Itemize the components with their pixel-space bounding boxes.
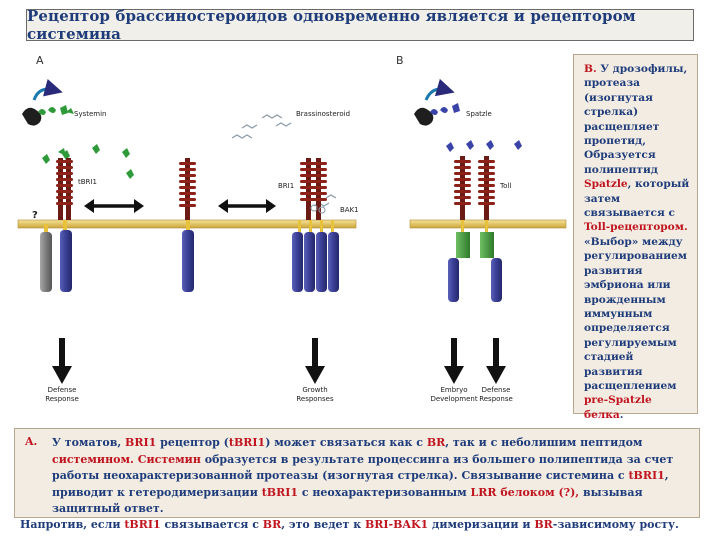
- ll-3: связывается с: [160, 518, 263, 531]
- bottom-caption: A. У томатов, BRI1 рецептор (tBRI1) може…: [14, 428, 700, 518]
- bt-tbri1-3: tBRI1: [261, 485, 299, 499]
- toll-receptor: [448, 156, 502, 302]
- bottom-caption-text: У томатов, BRI1 рецептор (tBRI1) может с…: [52, 435, 682, 518]
- bt-11: образуется в результате процессинга из б…: [52, 452, 674, 483]
- defense-response-b-1: Defense: [482, 386, 511, 394]
- bri1-receptor-middle: [179, 158, 196, 292]
- side-b-label: В.: [584, 63, 597, 75]
- bt-17: вызывая защитный ответ.: [52, 485, 643, 516]
- toll-label: Toll: [499, 182, 511, 190]
- ll-br: BR: [262, 518, 282, 531]
- side-spatzle: Spatzle: [584, 178, 628, 191]
- tbri1-receptor-left: [40, 148, 73, 292]
- systemin-label: Systemin: [74, 110, 106, 118]
- bt-br: BR: [426, 436, 446, 449]
- panel-b-label: B: [396, 54, 404, 67]
- bt-7: , так и с неболишим пептидом: [445, 436, 643, 449]
- brassinosteroid-molecules: [231, 114, 337, 207]
- side-caption-text: В. У дрозофилы, протеаза (изогнутая стре…: [584, 62, 691, 422]
- down-arrow-growth: [305, 338, 325, 384]
- embryo-development-1: Embryo: [441, 386, 468, 394]
- systemin-peptides: [42, 144, 134, 179]
- ll-br-2: BR: [534, 518, 553, 531]
- side-text-4: .: [619, 408, 624, 421]
- embryo-development-2: Development: [430, 395, 477, 403]
- receptor-diagram: A B Systemin Brassinosteroid: [17, 54, 567, 403]
- bt-13: , приводит к гетеродимеризации: [52, 469, 669, 499]
- systemin-peptide: [60, 105, 74, 115]
- bt-5: ) может связаться как с: [265, 436, 427, 449]
- down-arrow-embryo: [444, 338, 464, 384]
- defense-response-a-1: Defense: [48, 386, 77, 394]
- bt-tbri1-2: tBRI1: [628, 469, 665, 483]
- title-box: Рецептор брассиностероидов одновременно …: [26, 7, 694, 43]
- defense-response-a-2: Response: [45, 395, 79, 403]
- systemin-precursor: [38, 107, 56, 115]
- protease-icon: [22, 107, 42, 126]
- bt-3: рецептор (: [156, 436, 229, 449]
- side-text-1: У дрозофилы, протеаза (изогнутая стрелка…: [584, 63, 688, 176]
- ll-7: димеризации и: [428, 518, 535, 531]
- side-toll: Toll-рецептором.: [584, 221, 688, 234]
- panel-a-label: A: [36, 54, 44, 67]
- ll-5: , это ведет к: [281, 518, 365, 531]
- side-pre-spatzle: pre-Spatzle белка: [584, 394, 652, 421]
- bak1-label: BAK1: [340, 206, 359, 214]
- spatzle-peptides: [446, 140, 522, 152]
- spatzle-precursor: [430, 103, 460, 115]
- protease-b-icon: [414, 107, 434, 126]
- tbri1-label: tBRI1: [78, 178, 97, 186]
- unknown-protein-label: ?: [32, 210, 38, 221]
- ll-9: -зависимому росту.: [552, 518, 679, 531]
- page-title: Рецептор брассиностероидов одновременно …: [27, 7, 636, 43]
- bt-lrr: LRR белоком (?),: [470, 485, 580, 499]
- defense-response-b-2: Response: [479, 395, 513, 403]
- bri1-bak1-complex: [292, 158, 339, 292]
- bt-bri1: BRI1: [125, 436, 157, 449]
- bt-15: с неохарактеризованным: [298, 485, 471, 499]
- bt-tbri1: tBRI1: [228, 436, 266, 449]
- protease-arrow-icon: [32, 78, 63, 101]
- side-caption: В. У дрозофилы, протеаза (изогнутая стре…: [573, 54, 698, 421]
- bt-systemin: системином.: [52, 452, 134, 466]
- bri1-label: BRI1: [278, 182, 294, 190]
- bt-systemin-2: Системин: [137, 452, 201, 466]
- ll-1: Напротив, если: [20, 518, 125, 531]
- conclusion-line: Напротив, если tBRI1 связывается с BR, э…: [20, 518, 679, 531]
- bt-1: У томатов,: [52, 436, 126, 449]
- side-text-3: «Выбор» между регулированием развития эм…: [584, 235, 687, 392]
- protease-arrow-b-icon: [424, 78, 455, 101]
- ll-tbri1: tBRI1: [124, 518, 161, 531]
- spatzle-label: Spatzle: [466, 110, 492, 118]
- growth-responses-2: Responses: [296, 395, 334, 403]
- growth-responses-1: Growth: [302, 386, 327, 394]
- bottom-a-label: A.: [25, 435, 38, 448]
- down-arrow-defense-a: [52, 338, 72, 384]
- side-text-2: , который затем связывается с: [584, 178, 690, 220]
- brassinosteroid-label: Brassinosteroid: [296, 110, 350, 118]
- down-arrow-defense-b: [486, 338, 506, 384]
- ll-bri-bak1: BRI-BAK1: [364, 518, 429, 531]
